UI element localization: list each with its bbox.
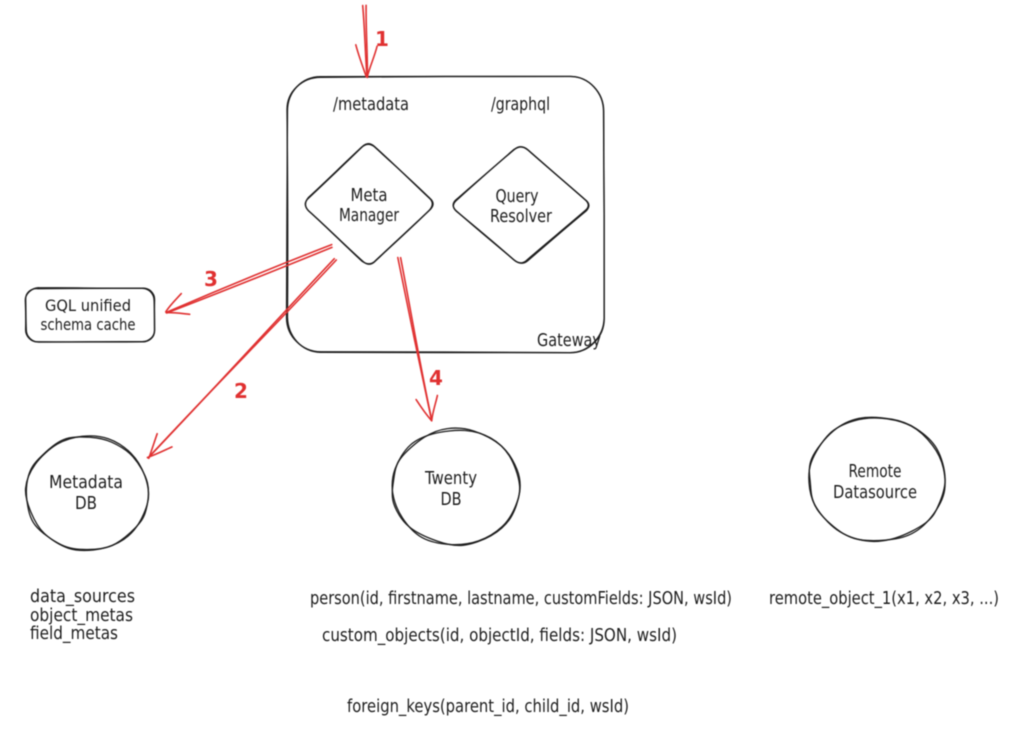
twenty-db-schema-custom-objects: custom_objects(id, objectId, fields: JSO… [322, 625, 677, 646]
remote-datasource-label-line1: Remote [849, 461, 902, 482]
gateway-label: Gateway [537, 330, 601, 351]
arrow-4-stroke-3 [430, 394, 439, 422]
arrow-3-stroke-3 [165, 292, 183, 313]
arrow-3-number: 3 [204, 267, 218, 291]
arrow-3 [165, 243, 333, 316]
schema-cache-label-line1: GQL unified [45, 296, 131, 315]
arrow-4 [397, 256, 439, 422]
arrow-1-stroke-2 [361, 4, 368, 78]
metadata-db-table-2: object_metas [30, 605, 133, 626]
gateway-box-stroke-2 [285, 75, 605, 354]
arrow-1-stroke-4 [366, 45, 378, 78]
route-metadata-label: /metadata [333, 94, 409, 115]
route-graphql-label: /graphql [491, 94, 550, 115]
remote-datasource-schema: remote_object_1(x1, x2, x3, ...) [769, 588, 999, 609]
query-resolver-diamond-stroke-2 [452, 146, 589, 264]
metadata-db-table-3: field_metas [30, 623, 118, 644]
arrow-1-stroke-3 [355, 44, 368, 78]
query-resolver-label-line1: Query [496, 186, 539, 207]
metadata-db-circle [24, 435, 150, 552]
metadata-db-label-line1: Metadata [49, 472, 123, 493]
twenty-db-label-line1: Twenty [424, 468, 477, 489]
arrow-4-number: 4 [429, 366, 443, 390]
meta-manager-diamond-stroke-2 [304, 143, 434, 265]
arrow-1-stroke-1 [365, 4, 369, 79]
arrow-2-stroke-2 [147, 257, 336, 459]
meta-manager-label-line1: Meta [351, 185, 388, 206]
metadata-db-circle-stroke-1 [24, 435, 150, 552]
arrow-4-stroke-2 [399, 256, 433, 421]
meta-manager-label-line2: Manager [339, 205, 399, 226]
metadata-db-table-1: data_sources [30, 586, 135, 607]
arrow-3-stroke-1 [165, 243, 333, 314]
query-resolver-diamond [452, 146, 590, 264]
schema-cache-label-line2: schema cache [41, 315, 136, 334]
remote-datasource-circle-stroke-2 [808, 416, 946, 543]
arrow-2-number: 2 [234, 379, 248, 403]
arrow-1-number: 1 [375, 27, 389, 51]
meta-manager-diamond [304, 142, 434, 265]
arrow-2-stroke-4 [148, 432, 158, 460]
twenty-db-label-line2: DB [441, 489, 462, 510]
remote-datasource-circle [808, 416, 946, 543]
remote-datasource-label-line2: Datasource [833, 482, 917, 503]
arrow-4-stroke-4 [415, 398, 433, 422]
twenty-db-circle-stroke-2 [391, 427, 521, 547]
twenty-db-circle [391, 427, 521, 547]
arrow-2 [146, 257, 338, 460]
metadata-db-circle-stroke-2 [25, 436, 150, 551]
arrow-1 [355, 4, 378, 79]
arrow-3-stroke-2 [165, 246, 333, 314]
gateway-box-stroke-1 [286, 75, 605, 354]
schema-cache-box-stroke-2 [24, 287, 156, 343]
arrow-3-stroke-4 [165, 311, 191, 316]
twenty-db-schema-foreign-keys: foreign_keys(parent_id, child_id, wsId) [347, 696, 629, 717]
schema-cache-box [24, 287, 156, 343]
query-resolver-label-line2: Resolver [490, 206, 552, 227]
metadata-db-label-line2: DB [75, 493, 97, 514]
twenty-db-schema-person: person(id, firstname, lastname, customFi… [310, 588, 732, 609]
gateway-box [285, 75, 605, 354]
